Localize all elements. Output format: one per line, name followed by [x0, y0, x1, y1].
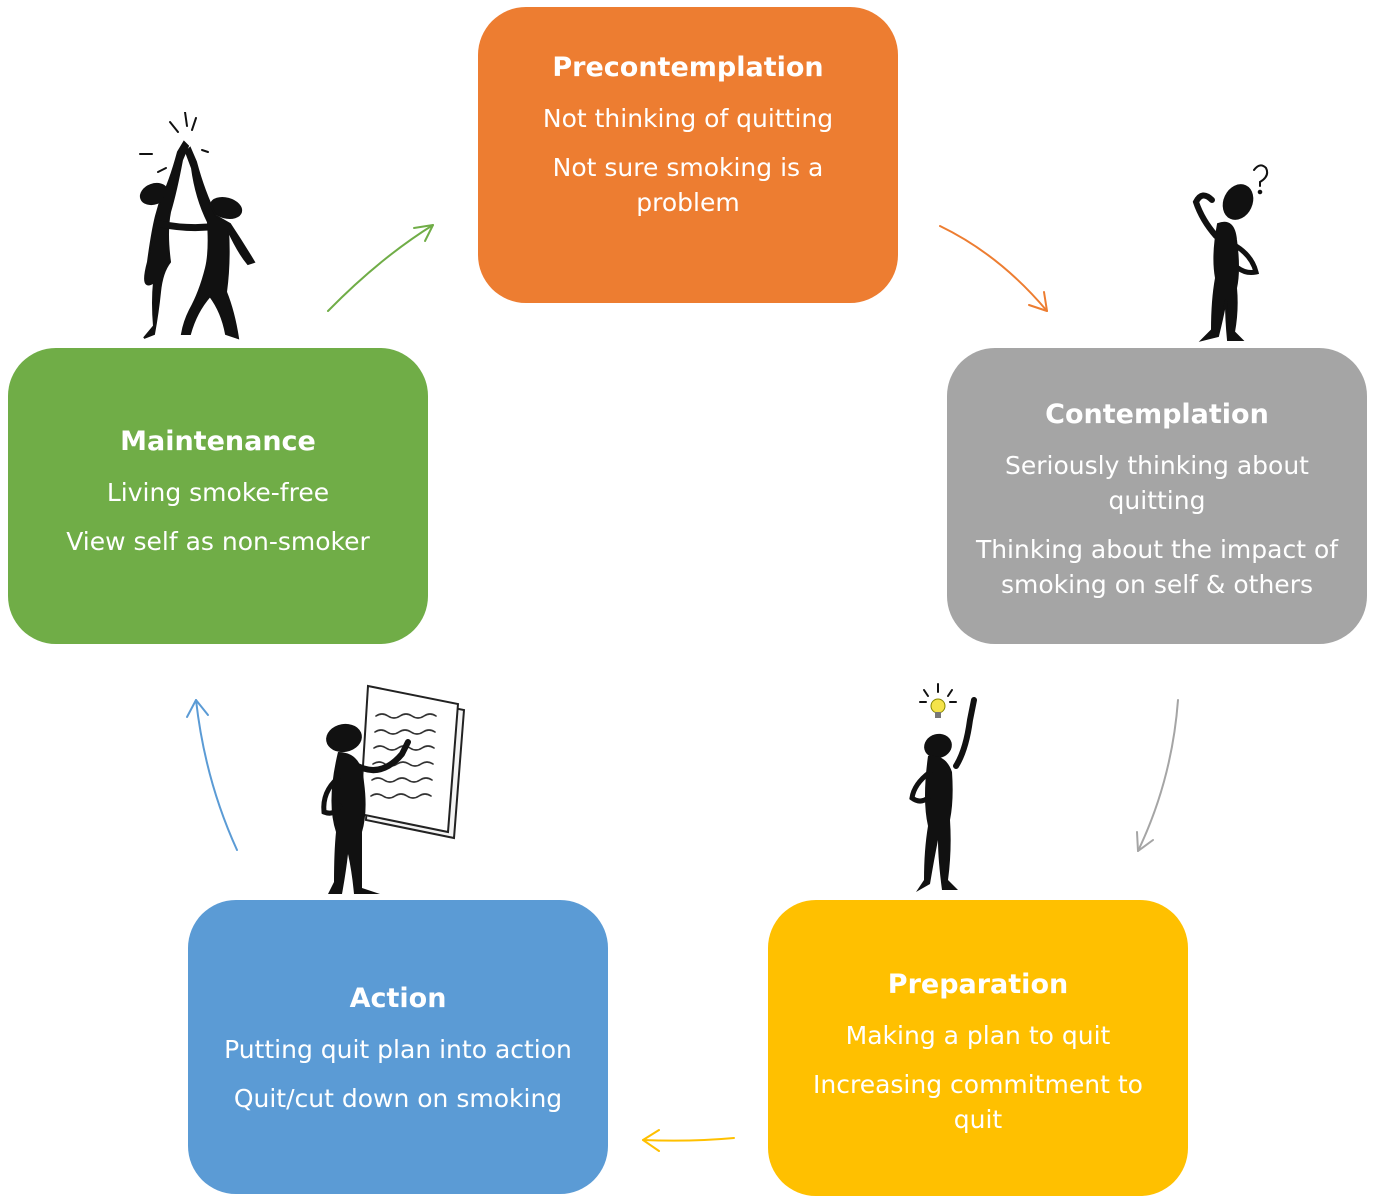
stage-preparation: Preparation Making a plan to quit Increa…	[768, 900, 1188, 1196]
stage-description: Putting quit plan into action	[224, 1035, 572, 1064]
stage-title: Contemplation	[1045, 399, 1269, 430]
stage-contemplation: Contemplation Seriously thinking about q…	[947, 348, 1367, 644]
stage-description: Quit/cut down on smoking	[233, 1084, 563, 1113]
stage-title: Maintenance	[120, 426, 316, 457]
stage-description: Not thinking of quitting	[542, 103, 834, 133]
arrow-action-to-maintenance	[186, 699, 238, 851]
stage-title: Action	[349, 983, 447, 1014]
stage-description: Living smoke-free	[106, 478, 330, 507]
stage-precontemplation: Precontemplation Not thinking of quittin…	[478, 7, 898, 303]
stage-description: Not sure smoking is a problem	[552, 152, 824, 217]
high-five-figures-icon	[139, 112, 256, 340]
stage-description: Making a plan to quit	[845, 1020, 1111, 1050]
lightbulb-idea-figure-icon	[909, 683, 977, 892]
stage-action: Action Putting quit plan into action Qui…	[188, 900, 608, 1194]
arrow-precontemplation-to-contemplation	[939, 225, 1048, 312]
arrow-preparation-to-action	[642, 1129, 735, 1152]
arrow-maintenance-to-precontemplation	[327, 224, 434, 312]
figure-with-checklist-icon	[321, 684, 466, 894]
stage-title: Preparation	[887, 968, 1069, 1000]
stage-maintenance: Maintenance Living smoke-free View self …	[8, 348, 428, 644]
stage-description: Seriously thinking about quitting	[1005, 451, 1309, 515]
stage-description: View self as non-smoker	[66, 527, 370, 556]
stage-description: Increasing commitment to quit	[813, 1069, 1143, 1134]
thinking-figure-icon	[1192, 164, 1269, 342]
arrow-contemplation-to-preparation	[1136, 699, 1179, 852]
stage-title: Precontemplation	[552, 51, 824, 83]
stage-description: Thinking about the impact of smoking on …	[975, 535, 1339, 599]
